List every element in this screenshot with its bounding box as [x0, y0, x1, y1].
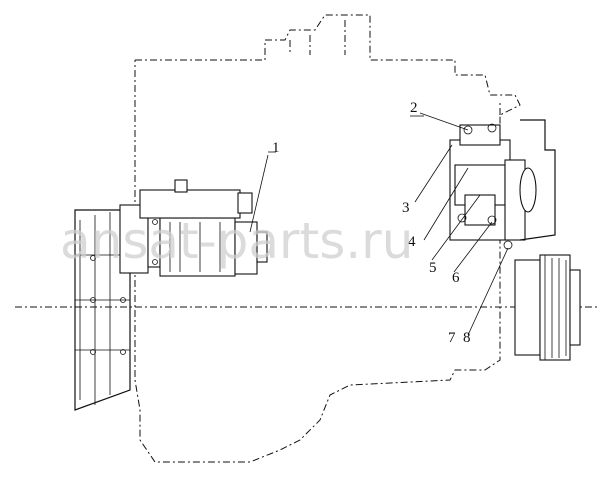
- callout-3: 3: [402, 200, 410, 216]
- engine-top-detail: [289, 20, 501, 115]
- callout-6: 6: [452, 270, 460, 286]
- watermark: ansat-parts.ru: [60, 212, 413, 270]
- alternator-assembly: [449, 119, 556, 250]
- callout-4: 4: [408, 234, 416, 250]
- callout-8: 8: [463, 330, 471, 346]
- starter-motor: [119, 179, 268, 277]
- flywheel-housing-ribs: [75, 212, 130, 405]
- leader-lines: [249, 112, 509, 336]
- crankshaft-pulley: [514, 254, 581, 361]
- callout-1: 1: [272, 140, 280, 156]
- callout-5: 5: [429, 260, 437, 276]
- engine-block-outline: [134, 14, 521, 463]
- callout-labels: 1 2 3 4 5 6 7 8: [272, 100, 471, 346]
- callout-7: 7: [448, 330, 456, 346]
- flywheel-housing: [74, 209, 131, 411]
- callout-2: 2: [410, 100, 418, 116]
